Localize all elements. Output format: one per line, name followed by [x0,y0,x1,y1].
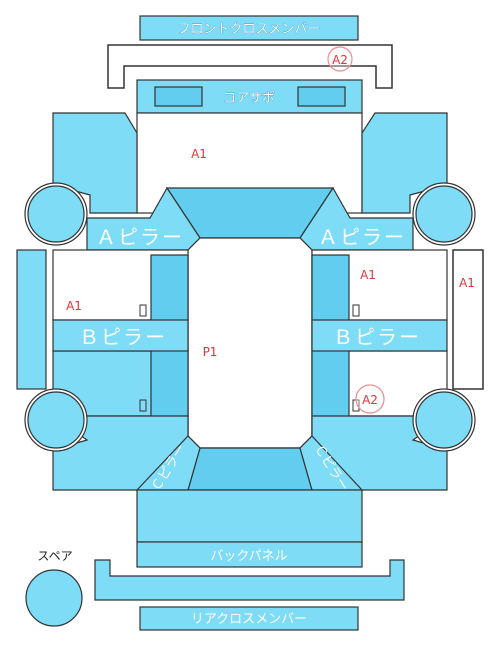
front-right-mark-circle [327,46,353,72]
left-front-handle [139,304,147,317]
left-b-pillar[interactable] [52,319,189,352]
hood-mark: A1 [191,147,207,161]
right-rear-door-mark-circle [355,384,385,414]
left-a-pillar-label: Ａピラー [96,225,184,249]
trunk-lid[interactable] [136,489,363,543]
right-front-door-mark: A1 [360,268,376,282]
roof-mark: P1 [203,345,218,359]
left-front-door-mark: A1 [66,299,82,313]
core-support-label: コアサポ [223,91,275,106]
right-side-sill[interactable] [452,249,484,390]
left-rear-wheel[interactable] [27,391,85,449]
core-support-right-slot [297,86,346,107]
front-bumper-frame[interactable] [107,44,393,89]
rear-cross-member-label: リアクロスメンバー [191,612,307,627]
left-front-wheel[interactable] [27,185,85,243]
front-right-mark: A2 [332,53,348,67]
spare-tire[interactable] [25,569,83,627]
right-rear-wheel[interactable] [415,391,473,449]
right-front-wheel[interactable] [415,185,473,243]
right-rear-door-mark: A2 [362,393,378,407]
rear-bumper[interactable] [94,559,405,601]
back-panel-label: バックパネル [210,549,287,564]
front-cross-member[interactable] [139,15,359,41]
back-panel[interactable] [136,541,363,568]
left-side-sill[interactable] [16,249,47,390]
right-side-sill-mark: A1 [459,276,475,290]
right-b-pillar-label: Ｂピラー [333,325,421,349]
rear-window[interactable] [187,447,313,491]
spare-tire-label: スペア [37,549,72,563]
left-rear-handle [139,399,147,412]
front-cross-member-label: フロントクロスメンバー [177,22,320,37]
right-front-handle [352,304,360,317]
right-a-pillar-label: Ａピラー [318,225,406,249]
roof[interactable] [187,237,313,449]
rear-cross-member[interactable] [139,606,359,631]
right-b-pillar[interactable] [311,319,448,352]
left-b-pillar-label: Ｂピラー [79,325,167,349]
core-support-left-slot [154,86,203,107]
